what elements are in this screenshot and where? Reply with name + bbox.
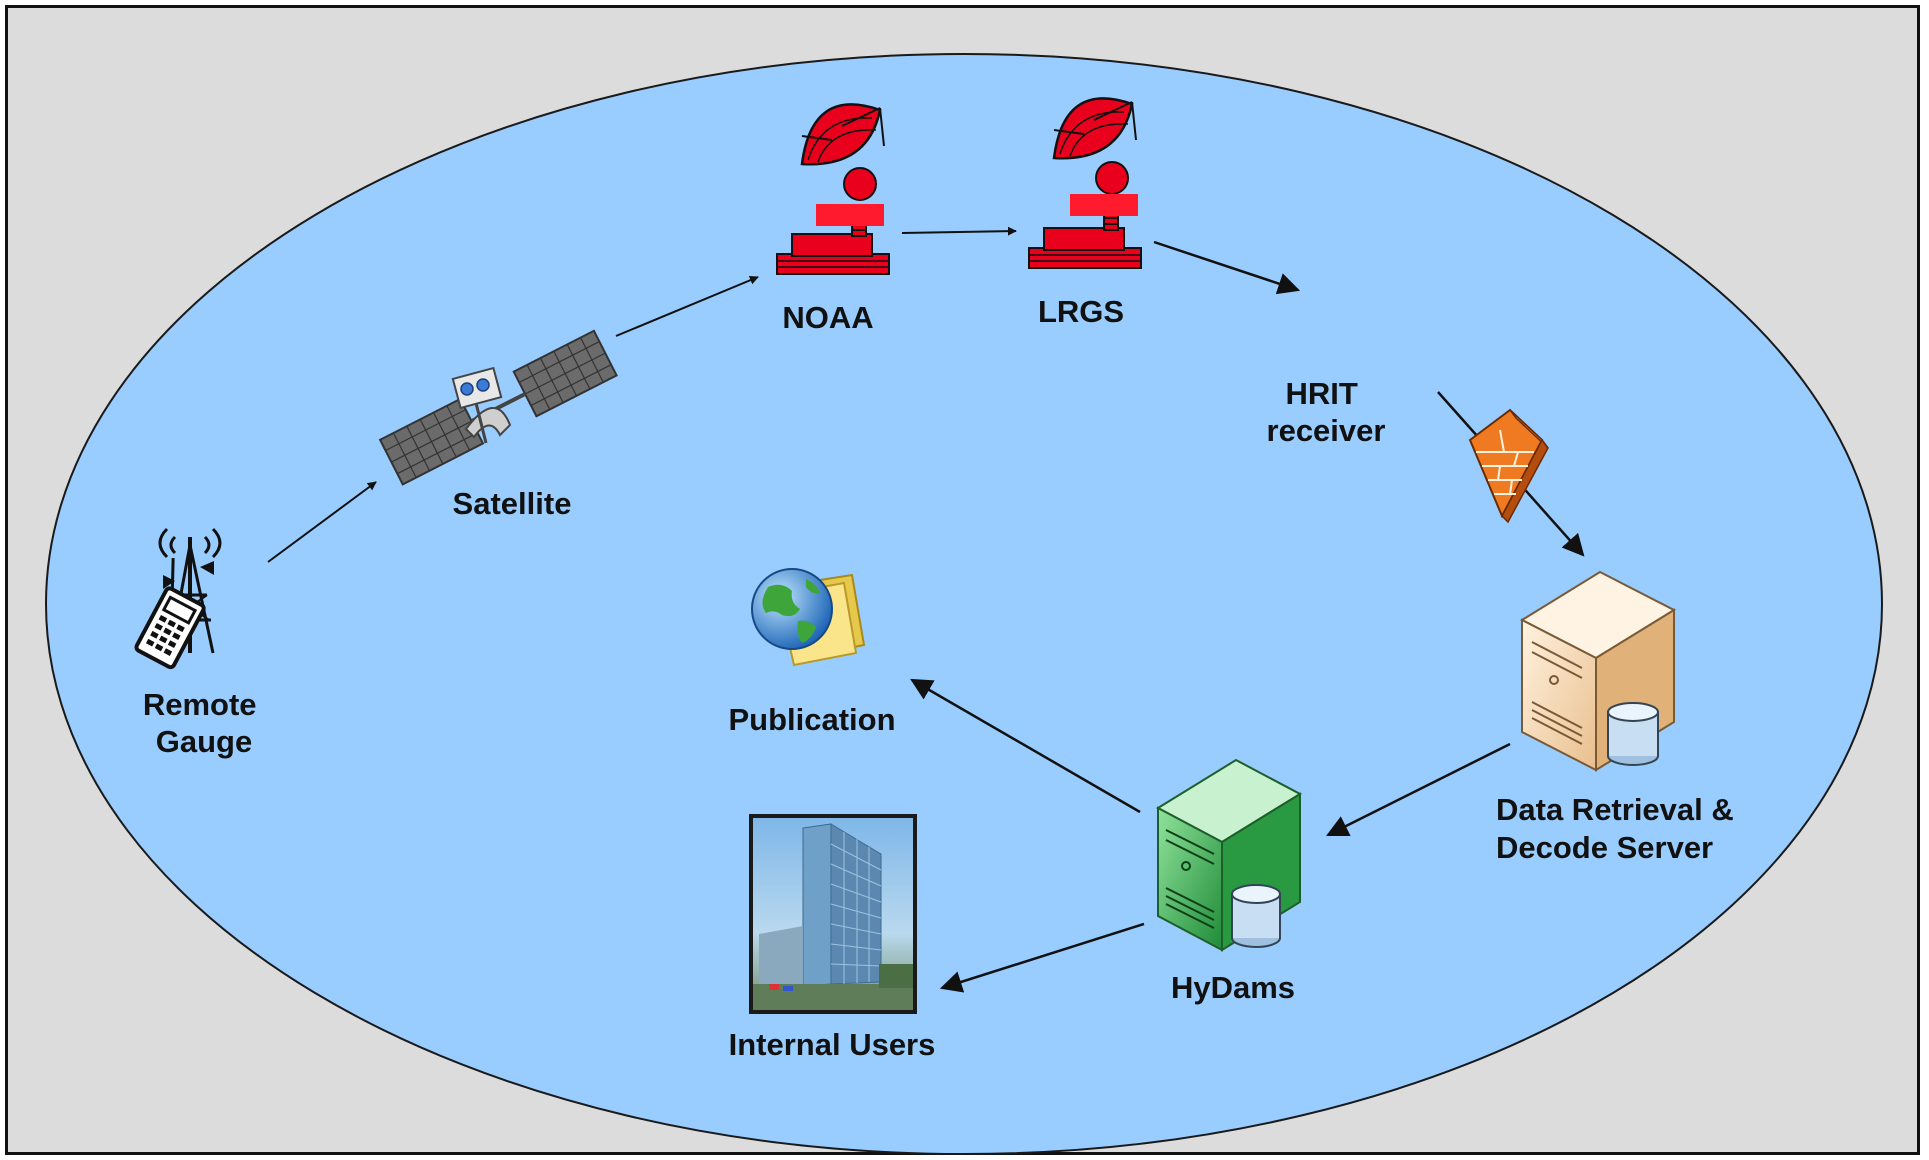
- edge-hydams-to-publication: [910, 678, 1141, 814]
- internal-users-building-photo: [749, 814, 917, 1014]
- publication-label: Publication: [728, 702, 895, 737]
- hrit-receiver-label: HRIT receiver: [1267, 376, 1386, 448]
- remote-gauge-label: Remote Gauge: [143, 687, 265, 759]
- satellite-label: Satellite: [453, 486, 572, 521]
- noaa-dish-icon: [776, 103, 890, 275]
- network-boundary-ellipse: [45, 53, 1883, 1155]
- edge-data-retrieval-to-hydams: [1326, 742, 1511, 837]
- edge-lrgs-to-hrit: [1153, 240, 1301, 295]
- lrgs-label: LRGS: [1038, 294, 1124, 329]
- hydams-server-icon: [1155, 758, 1303, 952]
- hydams-label: HyDams: [1171, 970, 1295, 1005]
- node-labels: Remote Gauge Satellite NOAA LRGS HRIT re…: [143, 294, 1742, 1062]
- remote-gauge-icon: [134, 527, 222, 670]
- publication-globe-folder-icon: [751, 568, 866, 667]
- edge-satellite-to-noaa: [615, 275, 759, 337]
- internal-users-label: Internal Users: [729, 1027, 936, 1062]
- noaa-label: NOAA: [782, 300, 873, 335]
- edge-remote-gauge-to-satellite: [267, 481, 377, 563]
- edge-noaa-to-lrgs: [901, 226, 1017, 236]
- data-retrieval-label: Data Retrieval & Decode Server: [1496, 792, 1742, 865]
- firewall-icon: [1468, 408, 1549, 524]
- lrgs-dish-icon: [1028, 97, 1142, 269]
- data-retrieval-server-icon: [1519, 570, 1677, 772]
- edge-hydams-to-internal-users: [939, 922, 1145, 993]
- satellite-icon: [378, 329, 618, 486]
